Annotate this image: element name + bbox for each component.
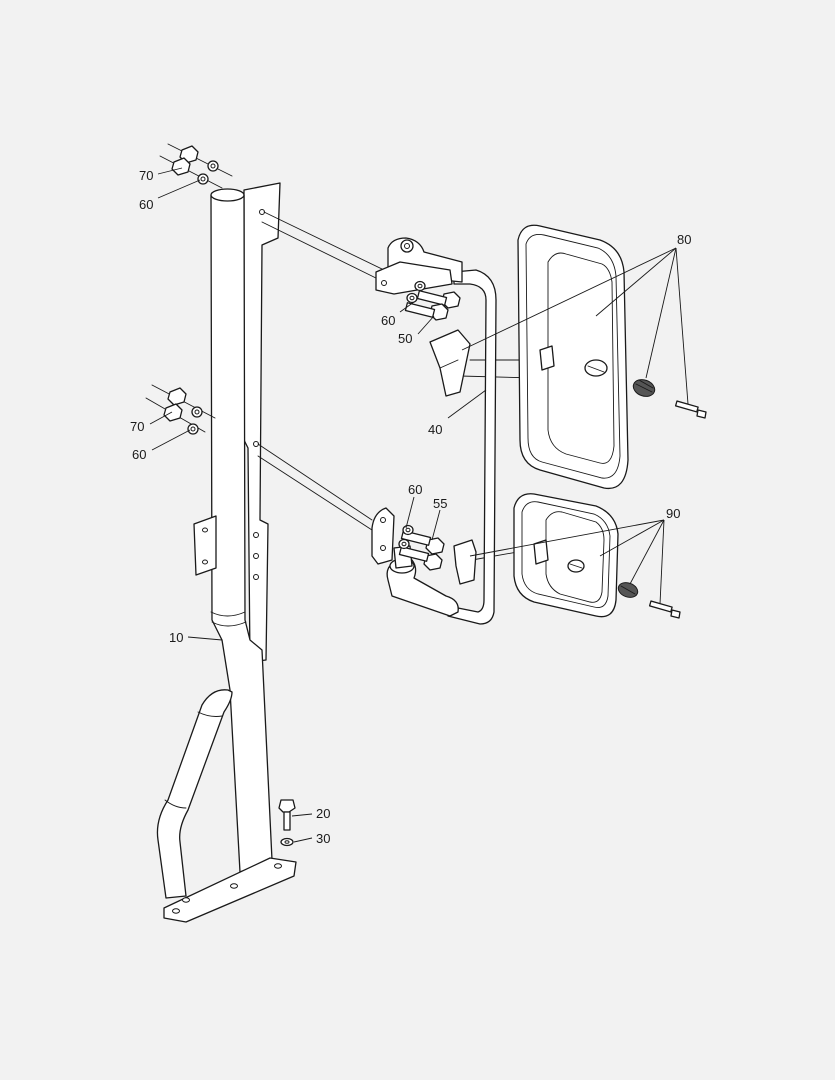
upper-mirror-clip <box>429 329 471 397</box>
callout-70-middle: 70 <box>130 419 144 434</box>
callout-60-upper-bracket: 60 <box>381 313 395 328</box>
upper-bracket-clamp <box>375 237 463 295</box>
callout-80: 80 <box>677 232 691 247</box>
base-bolt-and-washer <box>278 799 296 847</box>
callout-40: 40 <box>428 422 442 437</box>
lower-bracket-clamp <box>371 507 459 617</box>
lower-mirror-clip <box>453 539 477 585</box>
lower-convex-mirror <box>513 493 681 619</box>
callout-labels: 70 60 70 60 10 20 30 60 50 40 60 55 80 9… <box>130 168 691 846</box>
callout-20: 20 <box>316 806 330 821</box>
callout-leader-lines <box>149 167 689 843</box>
callout-55: 55 <box>433 496 447 511</box>
callout-70-top: 70 <box>139 168 153 183</box>
callout-30: 30 <box>316 831 330 846</box>
mirror-stand-post <box>156 182 297 923</box>
callout-90: 90 <box>666 506 680 521</box>
upper-rear-view-mirror <box>517 224 707 490</box>
lower-bracket-bolts <box>398 524 445 571</box>
callout-60-middle: 60 <box>132 447 146 462</box>
callout-10: 10 <box>169 630 183 645</box>
top-nuts-washers <box>159 143 233 189</box>
callout-60-lower-bracket: 60 <box>408 482 422 497</box>
callout-60-top: 60 <box>139 197 153 212</box>
middle-nuts-washers <box>145 384 216 435</box>
upper-bracket-bolts <box>404 280 461 321</box>
callout-50: 50 <box>398 331 412 346</box>
